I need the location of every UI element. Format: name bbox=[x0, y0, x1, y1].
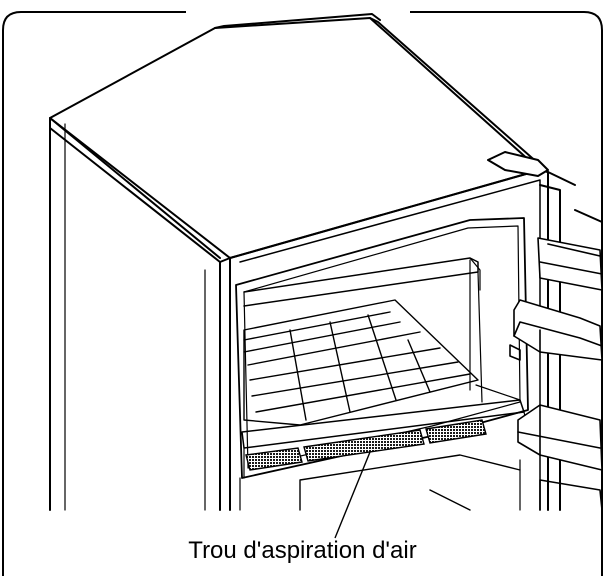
vent-slot-right bbox=[425, 419, 487, 444]
air-intake-vents bbox=[245, 419, 487, 471]
vent-slot-left bbox=[245, 447, 303, 471]
door-edge bbox=[539, 171, 603, 511]
top-shelf bbox=[243, 257, 479, 307]
compartment-opening bbox=[235, 217, 529, 479]
vent-slot-center bbox=[303, 429, 425, 462]
cabinet-top-edge bbox=[49, 117, 231, 263]
door-bins bbox=[509, 237, 603, 511]
figure-border bbox=[2, 11, 603, 576]
cabinet-side bbox=[49, 117, 221, 511]
shelf-grid bbox=[243, 299, 479, 426]
callout-leader bbox=[334, 451, 371, 539]
callout-label: Trou d'aspiration d'air bbox=[188, 537, 417, 564]
cabinet-top bbox=[49, 17, 541, 259]
